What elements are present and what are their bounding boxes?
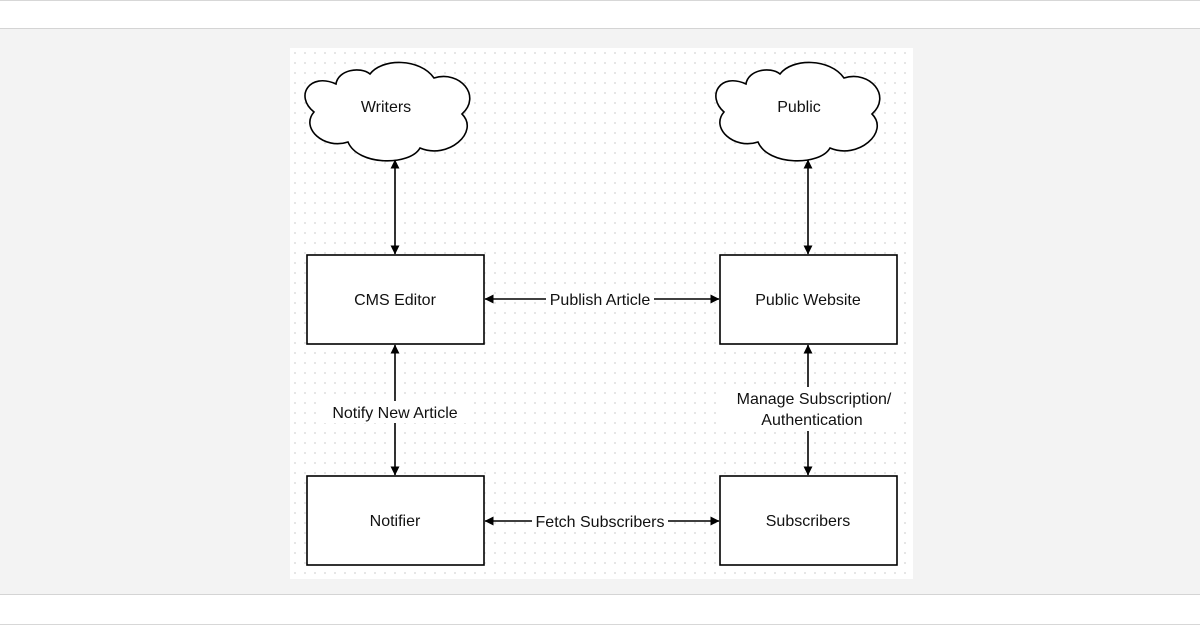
cms-editor-label: CMS Editor — [354, 292, 436, 309]
top-divider — [0, 0, 1200, 1]
cms-editor-box: CMS Editor — [306, 254, 485, 345]
public-cloud-shape — [715, 61, 881, 162]
notifier-label: Notifier — [370, 513, 421, 530]
manage-subscription-label: Manage Subscription/ — [737, 391, 892, 408]
public-website-box: Public Website — [719, 254, 898, 345]
public-website-label: Public Website — [755, 292, 861, 309]
manage-label-bg — [724, 387, 904, 431]
writers-cloud: Writers — [304, 61, 471, 162]
subscribers-box: Subscribers — [719, 475, 898, 566]
authentication-label: Authentication — [761, 412, 862, 429]
writers-label: Writers — [361, 99, 411, 116]
bottom-divider — [0, 624, 1200, 625]
fetch-subscribers-label: Fetch Subscribers — [536, 514, 665, 531]
subscribers-label: Subscribers — [766, 513, 850, 530]
public-label: Public — [777, 99, 821, 116]
notify-new-article-label: Notify New Article — [332, 405, 457, 422]
notify-label-bg — [322, 401, 468, 423]
public-cloud: Public — [715, 61, 881, 162]
publish-label-bg — [546, 289, 654, 309]
writers-cloud-shape — [304, 61, 471, 162]
publish-article-label: Publish Article — [550, 292, 651, 309]
fetch-label-bg — [532, 511, 668, 531]
notifier-box: Notifier — [306, 475, 485, 566]
